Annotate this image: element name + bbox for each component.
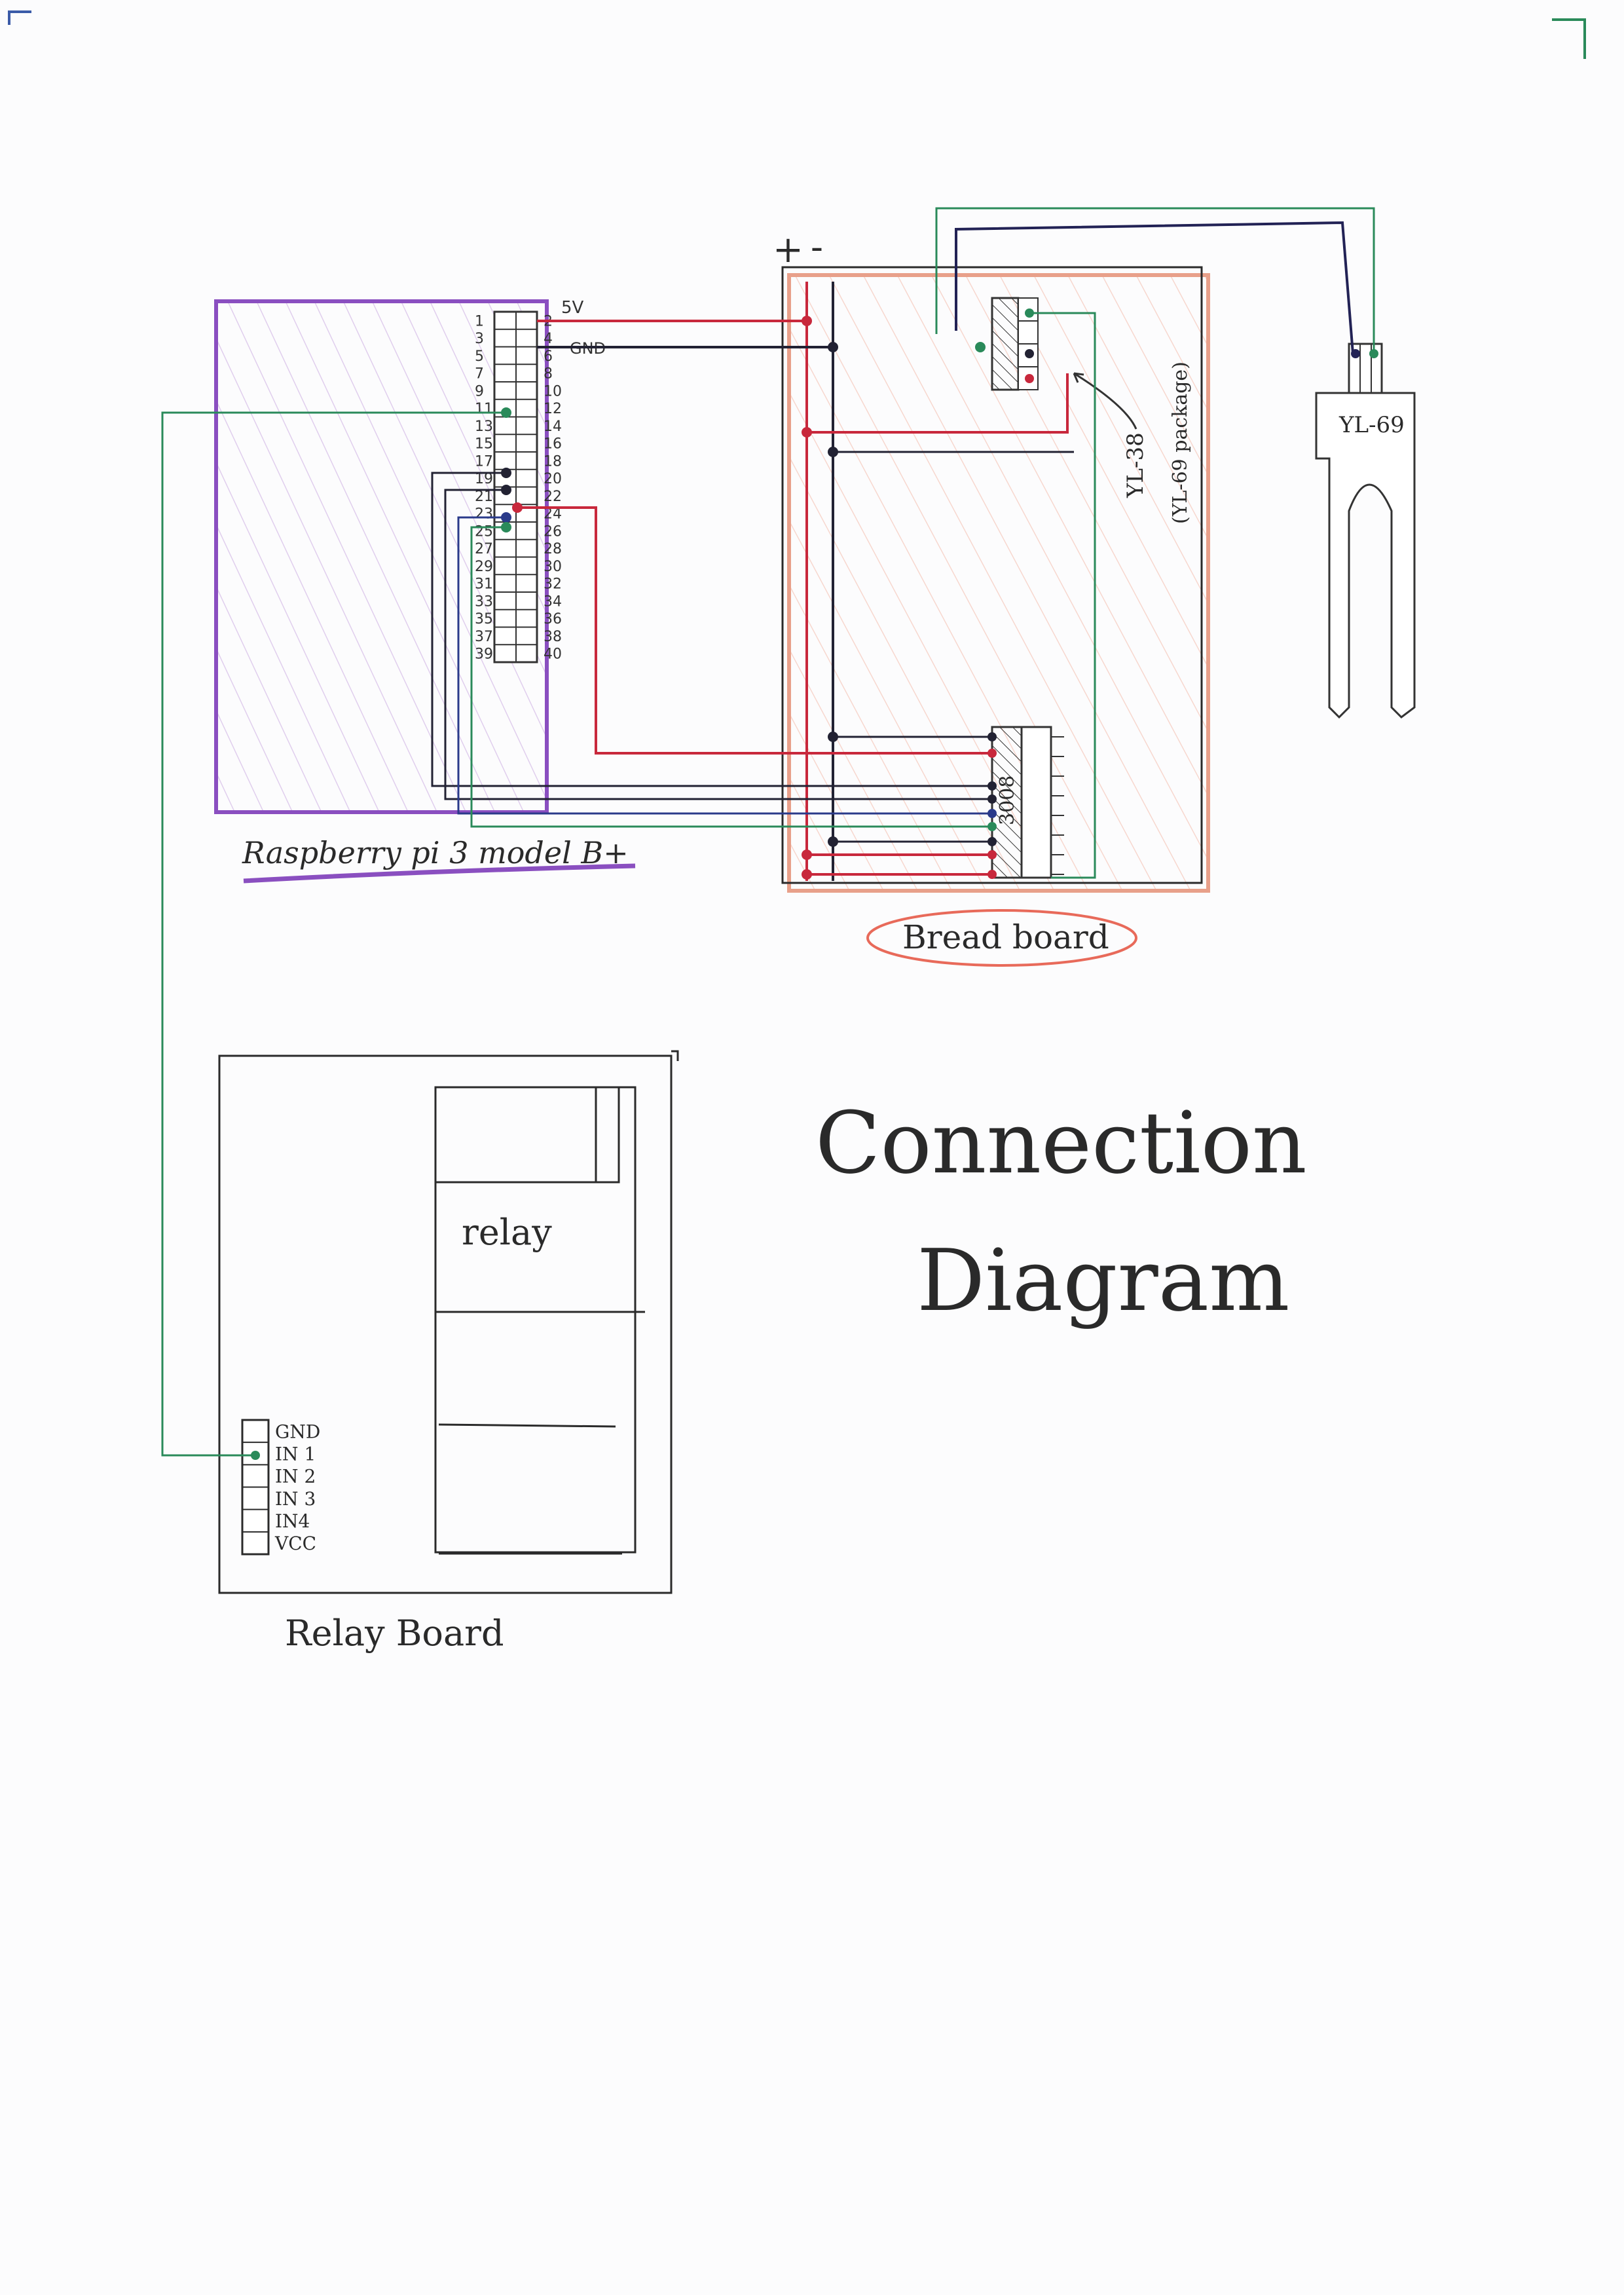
gpio-pin-number: 18 <box>544 453 562 470</box>
yl69-sensor: YL-69 <box>1315 343 1416 719</box>
relay-module <box>434 1086 637 1554</box>
gpio-pin-number: 29 <box>475 559 493 575</box>
yl38-module <box>991 297 1020 391</box>
gpio-rows <box>494 328 537 646</box>
wire-yl38-ao <box>1028 312 1096 879</box>
raspberry-pi-underline <box>243 863 636 884</box>
gpio-pin-number: 10 <box>544 383 562 400</box>
wire-junctions <box>501 308 1378 880</box>
gpio-pin-number: 39 <box>475 646 493 663</box>
gpio-pin-number: 23 <box>475 506 493 523</box>
pin-5v-label: 5V <box>561 298 584 318</box>
relay-pin-label: GND <box>275 1421 320 1442</box>
diagram-title-line1: Connection <box>815 1093 1307 1193</box>
gpio-pin-number: 20 <box>544 471 562 487</box>
relay-pin-label: IN 1 <box>275 1444 316 1465</box>
gpio-pin-number: 40 <box>544 646 562 663</box>
gpio-pin-number: 17 <box>475 453 493 470</box>
gpio-pin-number: 36 <box>544 611 562 627</box>
gpio-pin-number: 9 <box>475 383 484 400</box>
gpio-pin-number: 12 <box>544 401 562 417</box>
gpio-pin-number: 6 <box>544 348 553 365</box>
wire-spi-5 <box>470 526 992 828</box>
yl69-label: YL-69 <box>1338 412 1405 438</box>
gpio-pin-number: 28 <box>544 541 562 557</box>
gpio-pin-number: 34 <box>544 593 562 610</box>
gpio-pin-number: 7 <box>475 366 484 382</box>
gpio-pin-number: 16 <box>544 436 562 453</box>
gpio-pin-number: 11 <box>475 401 493 417</box>
relay-label: relay <box>462 1212 552 1253</box>
gpio-pin-number: 14 <box>544 419 562 435</box>
yl38-package-label: (YL-69 package) <box>1169 362 1192 524</box>
wire-spi-1 <box>431 472 992 787</box>
diagram-title-line2: Diagram <box>917 1231 1289 1330</box>
gpio-pin-number: 37 <box>475 629 493 645</box>
adc-chip-label: 3008 <box>996 775 1019 825</box>
wire-sensor-a <box>955 221 1354 354</box>
wire-spi-2 <box>444 489 992 800</box>
gpio-pin-number: 31 <box>475 576 493 593</box>
relay-board-label: Relay Board <box>285 1613 504 1654</box>
gpio-pin-number: 15 <box>475 436 493 453</box>
gpio-pin-number: 26 <box>544 523 562 540</box>
relay-pin-label: IN 3 <box>275 1488 316 1510</box>
gpio-pin-number: 38 <box>544 629 562 645</box>
wire-relay-in1 <box>161 411 504 1457</box>
gpio-pin-number: 25 <box>475 523 493 540</box>
gpio-pin-number: 27 <box>475 541 493 557</box>
gpio-pin-number: 5 <box>475 348 484 365</box>
gpio-pin-number: 8 <box>544 366 553 382</box>
rail-plus-label: + <box>773 229 803 271</box>
breadboard-label: Bread board <box>902 918 1109 956</box>
gpio-pin-number: 35 <box>475 611 493 627</box>
gpio-pin-number: 33 <box>475 593 493 610</box>
corner-marks <box>8 10 1586 59</box>
yl38-label: YL-38 <box>1122 432 1149 498</box>
relay-pin-label: IN 2 <box>275 1466 316 1487</box>
gpio-pin-number: 13 <box>475 419 493 435</box>
gpio-pin-number: 22 <box>544 489 562 505</box>
gpio-pin-number: 3 <box>475 331 484 347</box>
relay-pin-label: VCC <box>274 1533 316 1554</box>
breadboard-label-circle <box>866 909 1137 967</box>
gpio-pin-number: 1 <box>475 313 484 329</box>
wire-spi-4 <box>457 516 992 815</box>
breadboard: + - YL-38 (YL-69 package) 3008 Bread boa… <box>773 226 1210 967</box>
wire-sensor-b <box>935 207 1375 354</box>
gpio-pin-number: 4 <box>544 331 553 347</box>
wire-spi-3 <box>517 506 992 755</box>
gpio-pin-number: 30 <box>544 559 562 575</box>
wire-yl38-vcc <box>807 373 1069 434</box>
rail-minus-label: - <box>811 226 823 269</box>
wires <box>161 207 1375 1457</box>
gpio-pin-number: 21 <box>475 489 493 505</box>
gpio-pin-number: 32 <box>544 576 562 593</box>
adc-chip <box>991 726 1023 879</box>
raspberry-pi-label: Raspberry pi 3 model B+ <box>242 835 629 870</box>
relay-pin-label: IN4 <box>275 1510 310 1532</box>
